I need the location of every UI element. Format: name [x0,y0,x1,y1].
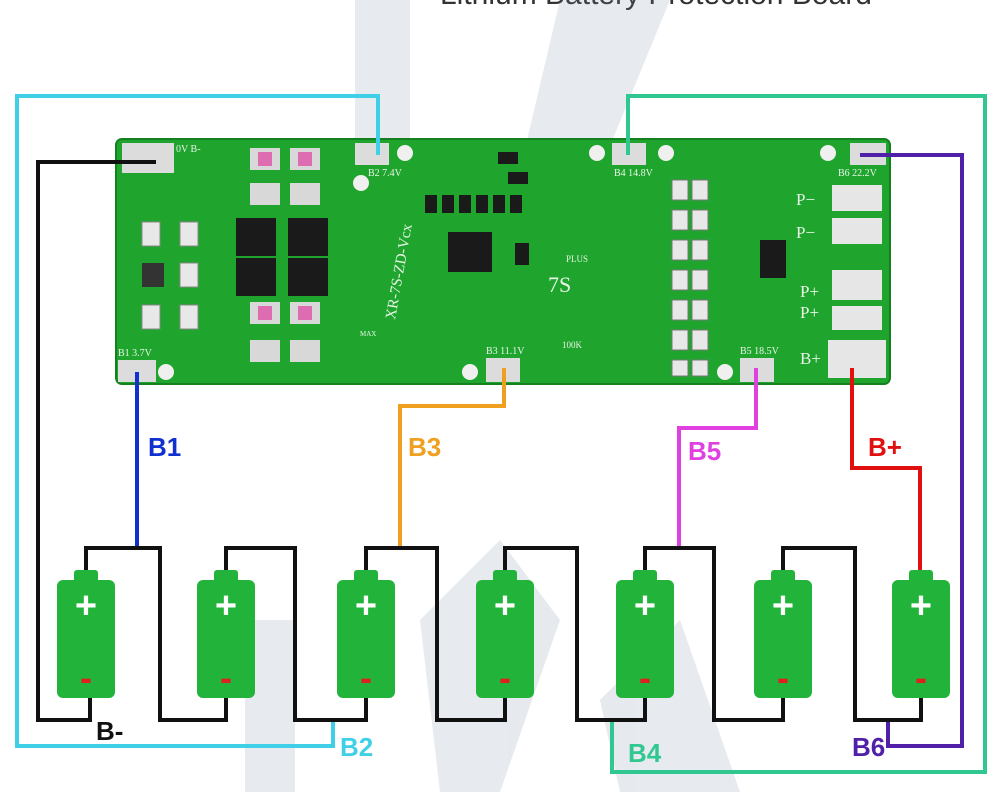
wire-label-b2: B2 [340,732,373,762]
battery-cell: +- [754,570,812,698]
cell-plus-symbol: + [494,585,516,627]
cell-plus-symbol: + [634,585,656,627]
pad-label-b2: B2 7.4V [368,168,403,179]
wire-bplus [850,368,922,570]
cell-minus-symbol: - [915,657,927,698]
diagram-title: Lithium Battery Protection Board [440,0,872,12]
cell-minus-symbol: - [639,657,651,698]
battery-cell: +- [892,570,950,698]
out-label-pminus-1: P− [796,190,815,209]
wire-label-bplus: B+ [868,432,902,462]
cell-minus-symbol: - [777,657,789,698]
pad-label-b3: B3 11.1V [486,346,525,357]
cell-minus-symbol: - [499,657,511,698]
mosfet [288,218,328,256]
wire-label-b6: B6 [852,732,885,762]
control-ic [448,232,492,272]
wire-label-b4: B4 [628,738,662,768]
series-mark: 7S [548,272,571,297]
battery-cell: +- [476,570,534,698]
cell-plus-symbol: + [910,585,932,627]
battery-cell: +- [337,570,395,698]
ic-mark: MAX [360,330,376,338]
pad-label-b1: B1 3.7V [118,348,153,359]
wire-label-b3: B3 [408,432,441,462]
wire-b6 [860,153,964,748]
resistor-mark: 100K [562,340,583,350]
battery-cell: +- [57,570,115,698]
balance-wires [15,94,987,774]
out-label-pplus-2: P+ [800,303,819,322]
out-label-pplus-1: P+ [800,282,819,301]
cell-minus-symbol: - [220,657,232,698]
mosfet [236,218,276,256]
protection-board: 0V B- B1 3.7V B2 7.4V B3 11.1V B4 14.8V … [115,138,891,385]
wire-bminus [36,160,156,722]
wire-b3 [398,368,506,548]
wire-label-b1: B1 [148,432,181,462]
cell-minus-symbol: - [80,657,92,698]
out-label-bplus: B+ [800,349,821,368]
cell-plus-symbol: + [772,585,794,627]
battery-cell: +- [616,570,674,698]
plus-mark: PLUS [566,254,588,264]
mosfet [288,258,328,296]
cell-minus-symbol: - [360,657,372,698]
pad-label-b6: B6 22.2V [838,168,878,179]
cell-plus-symbol: + [215,585,237,627]
battery-cells: +-+-+-+-+-+-+- [57,570,950,698]
cell-plus-symbol: + [355,585,377,627]
cell-plus-symbol: + [75,585,97,627]
wire-b4 [610,94,987,774]
pad-label-bminus: 0V B- [176,144,201,155]
cell-interconnects [84,546,923,722]
wire-label-bminus: B- [96,716,123,746]
wire-label-b5: B5 [688,436,721,466]
battery-cell: +- [197,570,255,698]
wire-b5 [677,368,758,548]
pad-label-b5: B5 18.5V [740,346,780,357]
out-label-pminus-2: P− [796,223,815,242]
pad-label-b4: B4 14.8V [614,168,654,179]
mosfet [236,258,276,296]
resistor-grid [250,148,320,362]
wire-b2 [15,94,380,748]
